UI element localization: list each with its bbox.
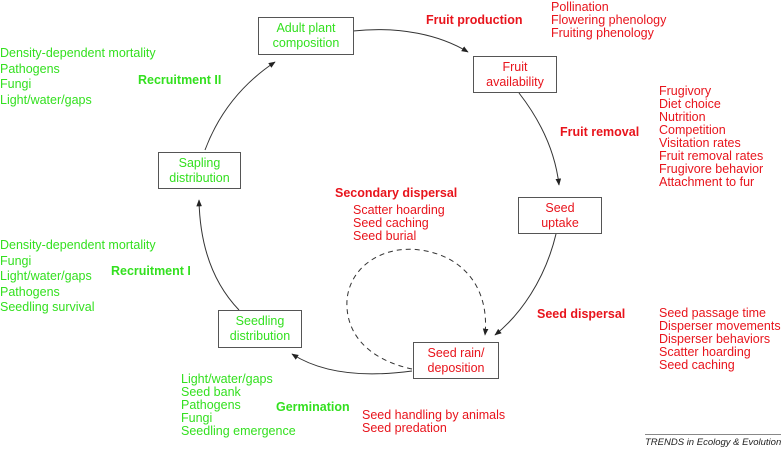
list-item: Pollination [551, 0, 609, 14]
list-item: Pathogens [0, 284, 60, 299]
list-item: Pathogens [0, 61, 60, 76]
list-item: Seed caching [353, 216, 429, 230]
node-label: Fruit availability [486, 59, 544, 89]
fruit-removal-items: Frugivory Diet choice Nutrition Competit… [659, 85, 763, 189]
list-item: Visitation rates [659, 136, 741, 150]
list-item: Disperser movements [659, 319, 781, 333]
seed-dispersal-items: Seed passage time Disperser movements Di… [659, 307, 781, 372]
list-item: Disperser behaviors [659, 332, 771, 346]
list-item: Fungi [181, 411, 213, 425]
list-item: Light/water/gaps [181, 372, 273, 386]
list-item: Fruit removal rates [659, 149, 764, 163]
arrow-adult-to-fruit [352, 29, 469, 53]
list-item: Nutrition [659, 110, 706, 124]
arrow-secondary-dispersal [346, 248, 489, 370]
list-item: Fungi [0, 253, 32, 268]
germination-items: Light/water/gaps Seed bank Pathogens Fun… [181, 373, 296, 438]
list-item: Seed handling by animals [362, 408, 506, 422]
list-item: Seed bank [181, 385, 241, 399]
germination-label: Germination [276, 400, 350, 414]
list-item: Pathogens [181, 398, 241, 412]
list-item: Light/water/gaps [0, 92, 92, 107]
node-sapling-distribution: Sapling distribution [158, 152, 241, 189]
journal-credit: TRENDS in Ecology & Evolution [645, 434, 781, 448]
list-item: Fruiting phenology [551, 26, 654, 40]
list-item: Light/water/gaps [0, 269, 92, 283]
list-item: Seed burial [353, 229, 417, 243]
fruit-production-label: Fruit production [426, 13, 523, 27]
fruit-removal-label: Fruit removal [560, 125, 640, 139]
list-item: Frugivory [659, 84, 712, 98]
recruitment-2-label: Recruitment II [138, 73, 222, 87]
list-item: Flowering phenology [551, 13, 667, 27]
list-item: Seed caching [659, 358, 735, 372]
list-item: Fungi [0, 77, 32, 91]
list-item: Seed predation [362, 421, 447, 435]
node-label: Seed rain/ deposition [427, 345, 485, 375]
seed-dispersal-label: Seed dispersal [537, 307, 626, 321]
node-seed-rain-deposition: Seed rain/ deposition [413, 342, 499, 379]
recruitment-1-label: Recruitment I [111, 264, 191, 278]
arrow-seed-uptake-to-seed-rain [494, 233, 557, 336]
node-label: Seed uptake [541, 200, 579, 230]
node-adult-plant-composition: Adult plant composition [258, 17, 354, 55]
node-seedling-distribution: Seedling distribution [218, 310, 302, 348]
list-item: Density-dependent mortality [0, 46, 156, 60]
secondary-dispersal-label: Secondary dispersal [335, 186, 458, 200]
node-label: Adult plant composition [272, 21, 340, 50]
fruit-production-items: Pollination Flowering phenology Fruiting… [551, 1, 666, 40]
list-item: Density-dependent mortality [0, 238, 156, 252]
arrow-fruit-to-seed-uptake [518, 92, 562, 186]
list-item: Frugivore behavior [659, 162, 764, 176]
secondary-dispersal-items: Scatter hoarding Seed caching Seed buria… [353, 204, 445, 243]
node-label: Sapling distribution [169, 155, 230, 185]
list-item: Diet choice [659, 97, 721, 111]
list-item: Seedling emergence [181, 424, 296, 438]
arrow-seed-rain-to-seedling [291, 353, 413, 375]
recruitment-1-items: Density-dependent mortality Fungi Light/… [0, 238, 156, 316]
node-seed-uptake: Seed uptake [518, 197, 602, 234]
list-item: Seed passage time [659, 306, 767, 320]
arrow-sapling-to-adult [204, 61, 276, 151]
seed-handling-items: Seed handling by animals Seed predation [362, 409, 505, 435]
recruitment-2-items: Density-dependent mortality Pathogens Fu… [0, 46, 156, 108]
node-label: Seedling distribution [229, 314, 291, 343]
arrow-seedling-to-sapling [196, 199, 240, 311]
list-item: Attachment to fur [659, 175, 755, 189]
list-item: Scatter hoarding [659, 345, 751, 359]
list-item: Scatter hoarding [353, 203, 445, 217]
list-item: Seedling survival [0, 300, 95, 314]
node-fruit-availability: Fruit availability [473, 56, 557, 93]
list-item: Competition [659, 123, 726, 137]
